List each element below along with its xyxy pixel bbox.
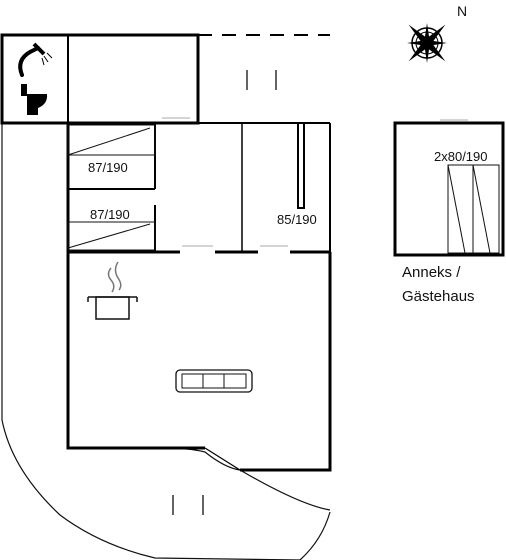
annex-bed-size: 2x80/190	[434, 149, 488, 164]
terrace-inner-line	[68, 447, 330, 471]
shower-icon	[18, 42, 53, 77]
cooking-pot-icon	[87, 261, 138, 320]
compass-rose-icon	[407, 23, 447, 63]
annex-label-line2: Gästehaus	[402, 288, 475, 305]
annex-walls	[393, 121, 505, 257]
bed-3-size: 85/190	[277, 212, 317, 227]
bed-2	[67, 221, 156, 251]
compass-north-label: N	[457, 3, 467, 19]
toilet-icon	[21, 84, 48, 115]
terrace-front-curve	[239, 469, 331, 511]
bed-1	[67, 124, 156, 156]
annex-label-line1: Anneks /	[402, 264, 461, 281]
sofa-icon	[175, 369, 253, 393]
entry-wall	[204, 447, 241, 471]
terrace-outline	[1, 123, 331, 560]
bed-1-size: 87/190	[88, 160, 128, 175]
annex-bed	[447, 164, 500, 254]
bed-2-size: 87/190	[90, 207, 130, 222]
wardrobe	[297, 122, 305, 209]
